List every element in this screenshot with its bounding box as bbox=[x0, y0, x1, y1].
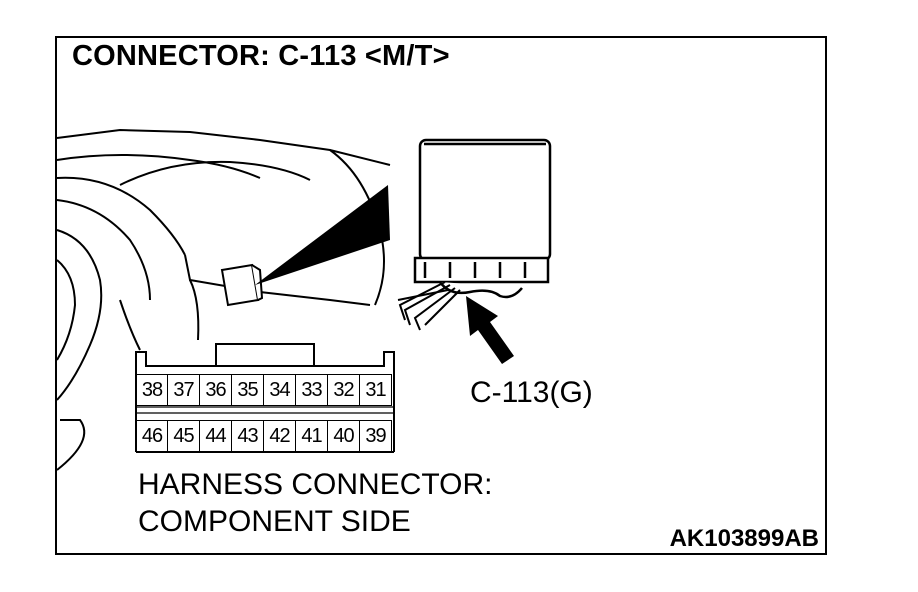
pin-markings bbox=[136, 406, 394, 414]
connector-pin-row-bottom: 46 45 44 43 42 41 40 39 bbox=[136, 420, 392, 452]
pin-cell: 38 bbox=[136, 374, 168, 406]
connector-callout-label: C-113(G) bbox=[470, 376, 593, 409]
ecu-under-dash bbox=[220, 263, 264, 307]
pin-cell: 32 bbox=[328, 374, 360, 406]
pin-cell: 37 bbox=[168, 374, 200, 406]
pin-cell: 46 bbox=[136, 420, 168, 452]
pin-cell: 45 bbox=[168, 420, 200, 452]
pin-cell: 42 bbox=[264, 420, 296, 452]
pin-cell: 35 bbox=[232, 374, 264, 406]
pin-cell: 33 bbox=[296, 374, 328, 406]
diagram-frame bbox=[55, 36, 827, 555]
pin-cell: 43 bbox=[232, 420, 264, 452]
diagram-title: CONNECTOR: C-113 <M/T> bbox=[72, 40, 450, 72]
callout-wedge bbox=[255, 185, 390, 285]
caption-line-2: COMPONENT SIDE bbox=[138, 505, 411, 538]
ecu-module bbox=[413, 138, 552, 299]
caption-line-1: HARNESS CONNECTOR: bbox=[138, 468, 493, 501]
pin-cell: 40 bbox=[328, 420, 360, 452]
wire-harness bbox=[397, 281, 461, 331]
pin-cell: 39 bbox=[360, 420, 392, 452]
pin-cell: 44 bbox=[200, 420, 232, 452]
pin-cell: 31 bbox=[360, 374, 392, 406]
pin-cell: 36 bbox=[200, 374, 232, 406]
pin-cell: 34 bbox=[264, 374, 296, 406]
connector-pin-row-top: 38 37 36 35 34 33 32 31 bbox=[136, 374, 392, 406]
figure-id: AK103899AB bbox=[669, 525, 819, 552]
connector-housing bbox=[135, 343, 395, 453]
dashboard-drawing bbox=[56, 128, 391, 471]
pointer-arrow bbox=[466, 296, 514, 364]
pin-cell: 41 bbox=[296, 420, 328, 452]
